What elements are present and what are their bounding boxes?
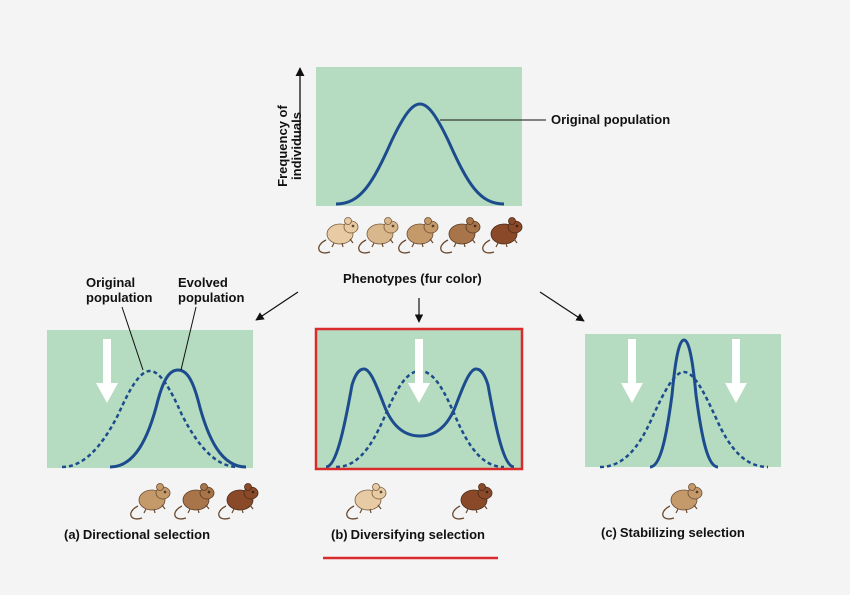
leader-evolved: [180, 306, 197, 371]
panel-c-evolved-curve: [649, 338, 719, 469]
panel-c-caption: (c)Stabilizing selection: [601, 525, 745, 540]
y-axis-label: Frequency of individuals: [275, 96, 304, 196]
selection-arrow-icon: [96, 339, 118, 403]
panel-a-caption: (a)Directional selection: [64, 527, 210, 542]
mouse-icon: [318, 216, 359, 254]
panel-a-plot-area: [47, 330, 253, 468]
mouse-icon: [482, 216, 523, 254]
panel-c-plot-area: [585, 334, 781, 467]
panel-a-evolved-curve: [109, 368, 247, 469]
panel-c-caption-letter: (c): [601, 525, 617, 540]
panel-b-caption: (b)Diversifying selection: [331, 527, 485, 542]
panel-c: [585, 334, 781, 520]
y-axis-label-line1: Frequency of: [275, 105, 290, 187]
original-population-label: Original population: [551, 112, 671, 127]
panel-c-caption-text: Stabilizing selection: [619, 525, 745, 540]
phenotypes-label: Phenotypes (fur color): [343, 271, 482, 286]
panel-b-caption-letter: (b): [331, 527, 348, 542]
selection-arrow-icon: [408, 339, 430, 403]
mouse-icon: [130, 482, 171, 520]
mouse-icon: [346, 482, 387, 520]
mouse-icon: [398, 216, 439, 254]
panel-a-evolved-label-line2: population: [178, 290, 245, 305]
panel-a: [47, 306, 259, 520]
panel-a-caption-text: Directional selection: [82, 527, 211, 542]
panel-c-original-curve: [599, 370, 769, 469]
panel-a-original-label: Original population: [86, 275, 152, 305]
mouse-icon: [440, 216, 481, 254]
panel-a-caption-letter: (a): [64, 527, 80, 542]
panel-a-original-curve: [61, 369, 239, 469]
mouse-icon: [452, 482, 493, 520]
top-plot-area: [316, 67, 522, 206]
y-axis-label-line2: individuals: [289, 112, 304, 180]
panel-b-caption-text: Diversifying selection: [350, 527, 485, 542]
arrow-to-panel-c: [539, 291, 585, 322]
selection-arrow-icon: [621, 339, 643, 403]
arrow-to-panel-a: [255, 291, 299, 321]
panel-a-evolved-label: Evolved population: [178, 275, 244, 305]
mouse-icon: [174, 482, 215, 520]
original-population-curve: [335, 102, 505, 206]
panel-b-highlight-box: [314, 327, 524, 471]
mouse-icon: [358, 216, 399, 254]
panel-b: [314, 327, 524, 560]
selection-arrow-icon: [725, 339, 747, 403]
mouse-icon: [662, 482, 703, 520]
panel-a-original-label-line2: population: [86, 290, 153, 305]
top-mice-row: [318, 216, 523, 254]
top-panel: [295, 67, 546, 206]
panel-a-original-label-line1: Original: [86, 275, 136, 290]
leader-original: [121, 306, 144, 371]
panel-b-evolved-curve: [325, 367, 515, 469]
mouse-icon: [218, 482, 259, 520]
panel-a-evolved-label-line1: Evolved: [178, 275, 228, 290]
